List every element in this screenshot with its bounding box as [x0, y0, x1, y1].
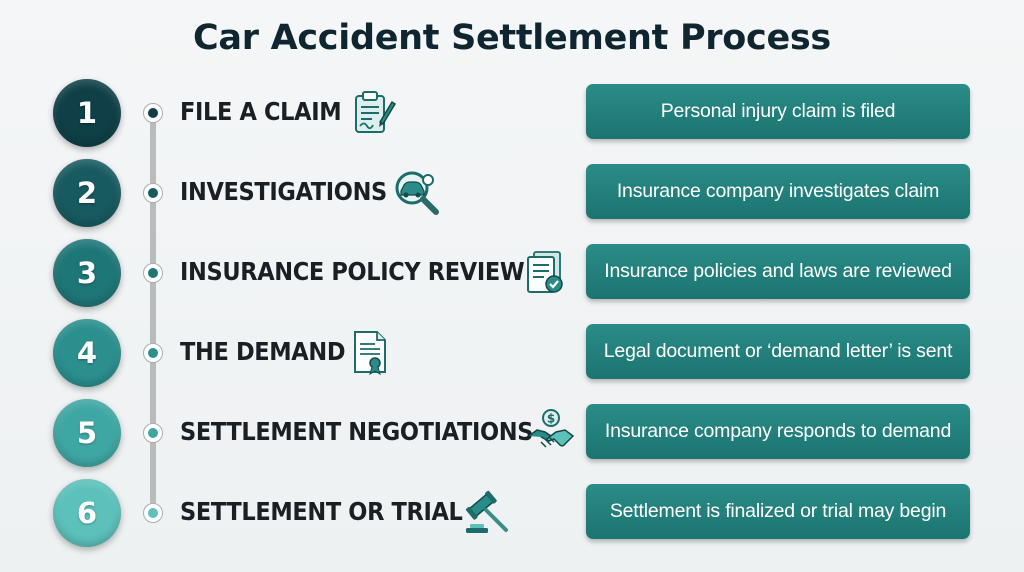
step-description: Insurance company investigates claim [616, 180, 940, 202]
gavel-icon [465, 490, 508, 533]
step-number-circle: 1 [53, 79, 121, 147]
timeline-dot [143, 503, 163, 523]
step-title: SETTLEMENT NEGOTIATIONS [180, 417, 534, 446]
step-title: THE DEMAND [180, 337, 346, 366]
timeline-dot [143, 343, 163, 363]
timeline-dot [143, 423, 163, 443]
step-number: 3 [76, 256, 98, 290]
step-number-circle: 4 [53, 319, 121, 387]
step-title: SETTLEMENT OR TRIAL [180, 497, 463, 526]
step-number-circle: 3 [53, 239, 121, 307]
step-title: INSURANCE POLICY REVIEW [180, 257, 525, 286]
step-row-5: 5 SETTLEMENT NEGOTIATIONS $ Insurance co… [0, 398, 1024, 468]
certificate-icon [354, 331, 386, 376]
handshake-money-icon: $ [528, 409, 575, 448]
description-box: Insurance company investigates claim [586, 164, 970, 219]
step-description: Legal document or ‘demand letter’ is sen… [603, 340, 953, 362]
step-number-circle: 5 [53, 399, 121, 467]
step-description: Insurance policies and laws are reviewed [604, 260, 952, 282]
step-number: 2 [76, 176, 98, 210]
description-box: Legal document or ‘demand letter’ is sen… [586, 324, 970, 379]
step-number: 6 [76, 496, 98, 530]
timeline-dot [143, 183, 163, 203]
description-box: Personal injury claim is filed [586, 84, 970, 139]
svg-text:$: $ [547, 412, 555, 426]
step-row-2: 2 INVESTIGATIONS Insurance company inves… [0, 158, 1024, 228]
step-title: FILE A CLAIM [180, 97, 342, 126]
timeline-line [150, 108, 156, 520]
step-number: 4 [76, 336, 98, 370]
page-title: Car Accident Settlement Process [193, 18, 831, 58]
step-number-circle: 2 [53, 159, 121, 227]
step-description: Settlement is finalized or trial may beg… [609, 500, 947, 522]
step-description: Insurance company responds to demand [604, 420, 952, 442]
step-number: 1 [76, 96, 98, 130]
timeline-dot [143, 263, 163, 283]
policy-documents-icon [527, 251, 563, 293]
step-row-6: 6 SETTLEMENT OR TRIAL Settlement is fina… [0, 478, 1024, 548]
car-magnifier-icon [395, 171, 439, 215]
step-title: INVESTIGATIONS [180, 177, 387, 206]
description-box: Insurance policies and laws are reviewed [586, 244, 970, 299]
timeline-dot [143, 103, 163, 123]
step-number: 5 [76, 416, 98, 450]
description-box: Settlement is finalized or trial may beg… [586, 484, 970, 539]
clipboard-icon [355, 91, 397, 133]
step-row-3: 3 INSURANCE POLICY REVIEW Insurance poli… [0, 238, 1024, 308]
description-box: Insurance company responds to demand [586, 404, 970, 459]
step-row-4: 4 THE DEMAND Legal document or ‘demand l… [0, 318, 1024, 388]
step-row-1: 1 FILE A CLAIM Personal injury claim is … [0, 78, 1024, 148]
step-description: Personal injury claim is filed [660, 100, 896, 122]
step-number-circle: 6 [53, 479, 121, 547]
